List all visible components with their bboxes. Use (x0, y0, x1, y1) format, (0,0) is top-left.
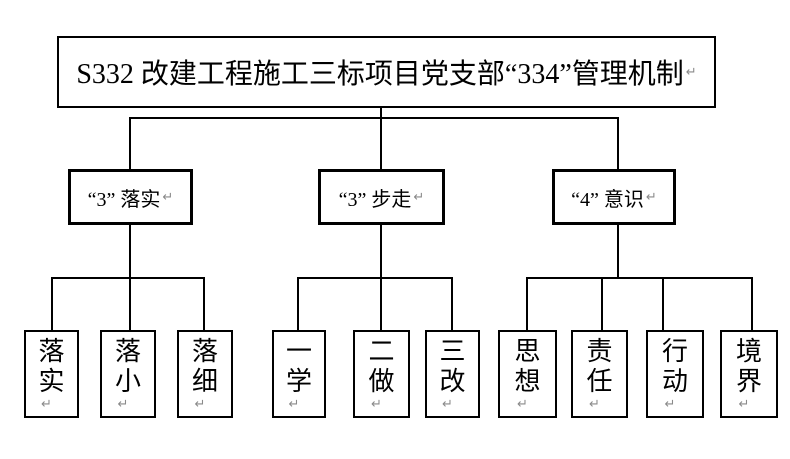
leaf-node-yixue: 一学 ↵ (272, 330, 326, 418)
leaf-label: 三改 (439, 337, 466, 396)
leaf-node-jingjie: 境界 ↵ (720, 330, 778, 418)
return-mark-icon: ↵ (589, 396, 600, 412)
leaf-node-luoxi: 落细 ↵ (177, 330, 233, 418)
leaf-label: 一学 (286, 337, 313, 396)
return-mark-icon: ↵ (117, 396, 129, 412)
connector-drop-leaf-1-1 (380, 277, 382, 330)
leaf-node-luoshi: 落实 ↵ (24, 330, 79, 418)
return-mark-icon: ↵ (413, 189, 425, 205)
connector-branch-0-trunk (129, 225, 131, 277)
connector-drop-leaf-0-0 (51, 277, 53, 330)
connector-drop-branch-0 (129, 117, 131, 169)
branch-node-4-yishi: “4” 意识 ↵ (552, 169, 676, 225)
connector-drop-leaf-2-0 (526, 277, 528, 330)
return-mark-icon: ↵ (41, 396, 52, 412)
connector-drop-leaf-2-1 (601, 277, 603, 330)
connector-drop-leaf-1-2 (451, 277, 453, 330)
leaf-node-luoxiao: 落小 ↵ (100, 330, 156, 418)
connector-branch-1-trunk (380, 225, 382, 277)
leaf-label: 落小 (115, 337, 142, 396)
leaf-label: 思想 (514, 337, 541, 396)
leaf-node-xingdong: 行动 ↵ (646, 330, 704, 418)
connector-root-rail (129, 117, 619, 119)
return-mark-icon: ↵ (738, 396, 750, 412)
leaf-node-erzuo: 二做 ↵ (353, 330, 410, 418)
return-mark-icon: ↵ (371, 396, 382, 412)
connector-branch-0-rail (51, 277, 205, 279)
return-mark-icon: ↵ (685, 64, 697, 80)
branch-label: “4” 意识 (571, 188, 644, 211)
leaf-node-sixiang: 思想 ↵ (498, 330, 557, 418)
connector-branch-2-rail (526, 277, 753, 279)
leaf-label: 行动 (662, 337, 689, 396)
connector-drop-leaf-0-1 (129, 277, 131, 330)
leaf-label: 境界 (736, 337, 763, 396)
leaf-label: 落细 (192, 337, 219, 396)
leaf-label: 二做 (368, 337, 395, 396)
root-label: S332 改建工程施工三标项目党支部“334”管理机制 (76, 59, 684, 90)
connector-drop-leaf-0-2 (203, 277, 205, 330)
leaf-node-sangai: 三改 ↵ (425, 330, 480, 418)
return-mark-icon: ↵ (517, 396, 528, 412)
connector-drop-branch-2 (617, 117, 619, 169)
connector-drop-leaf-2-2 (662, 277, 664, 330)
branch-label: “3” 步走 (338, 188, 412, 211)
connector-drop-leaf-2-3 (751, 277, 753, 330)
connector-drop-leaf-1-0 (297, 277, 299, 330)
return-mark-icon: ↵ (442, 396, 453, 412)
leaf-label: 责任 (586, 337, 613, 396)
return-mark-icon: ↵ (645, 189, 657, 205)
leaf-node-zeren: 责任 ↵ (571, 330, 628, 418)
return-mark-icon: ↵ (664, 396, 676, 412)
return-mark-icon: ↵ (162, 189, 174, 205)
return-mark-icon: ↵ (194, 396, 206, 412)
branch-label: “3” 落实 (87, 188, 161, 211)
root-node: S332 改建工程施工三标项目党支部“334”管理机制 ↵ (57, 36, 716, 108)
branch-node-3-luoshi: “3” 落实 ↵ (68, 169, 193, 225)
connector-root-trunk (380, 108, 382, 169)
connector-branch-1-rail (297, 277, 453, 279)
connector-branch-2-trunk (617, 225, 619, 277)
branch-node-3-buzou: “3” 步走 ↵ (318, 169, 445, 225)
return-mark-icon: ↵ (288, 396, 300, 412)
leaf-label: 落实 (38, 337, 65, 396)
